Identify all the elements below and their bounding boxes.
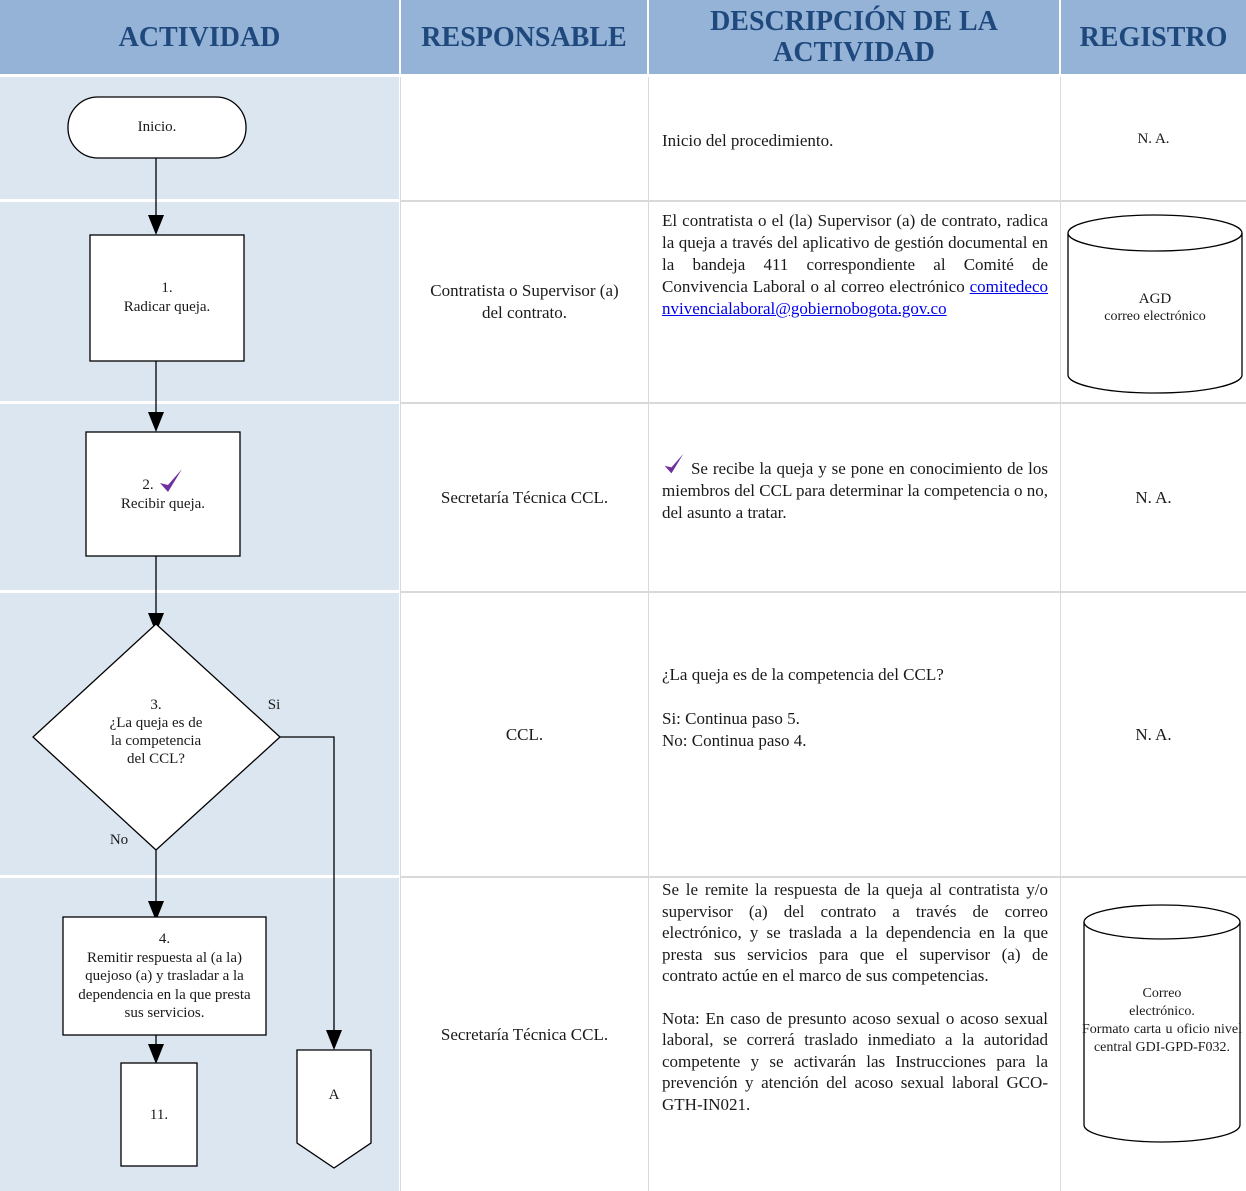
responsable-row-1 — [401, 77, 648, 200]
descripcion-row-5-p2: Nota: En caso de presunto acoso sexual o… — [662, 1008, 1048, 1114]
process-2-number: 2. — [142, 477, 154, 493]
checkmark-icon — [662, 452, 686, 474]
divider — [1060, 77, 1061, 1191]
responsable-row-4: CCL. — [505, 724, 544, 744]
connector-a-label: A — [328, 1087, 340, 1103]
process-1-number: 1. — [161, 280, 173, 296]
email-link[interactable]: comitedeconvivencialaboral@gobiernobogot… — [662, 277, 1048, 318]
checkmark-icon — [158, 467, 184, 495]
process-box-4 — [62, 916, 267, 1036]
registro-row-5-line2: Formato carta u oficio nivel central GDI… — [1082, 1022, 1242, 1055]
connector-box-11 — [120, 1062, 198, 1167]
process-4-label: 4. Remitir respuesta al (a la) quejoso (… — [63, 930, 266, 1023]
start-label: Inicio. — [137, 119, 177, 135]
decision-no-label: No — [109, 832, 129, 848]
process-1-label: 1. Radicar queja. — [90, 279, 244, 317]
connector-11-label: 11. — [149, 1107, 169, 1123]
descripcion-row-3-text: Se recibe la queja y se pone en conocimi… — [662, 459, 1048, 522]
divider — [401, 200, 1246, 202]
descripcion-row-4-question: ¿La queja es de la competencia del CCL? — [662, 665, 944, 684]
divider — [400, 77, 401, 1191]
process-4-text: Remitir respuesta al (a la) quejoso (a) … — [78, 949, 251, 1022]
process-box-1 — [89, 234, 245, 362]
process-1-text: Radicar queja. — [123, 299, 211, 315]
descripcion-row-5: Se le remite la respuesta de la queja al… — [662, 879, 1048, 1115]
registro-row-3: N. A. — [1135, 487, 1172, 507]
start-terminator — [67, 96, 247, 159]
divider — [648, 77, 649, 1191]
registro-row-5-line1: Correo electrónico. — [1129, 986, 1195, 1019]
header-descripcion: DESCRIPCIÓN DE LA ACTIVIDAD — [649, 0, 1059, 74]
header-registro: REGISTRO — [1061, 0, 1246, 74]
descripcion-row-5-p1: Se le remite la respuesta de la queja al… — [662, 880, 1048, 985]
registro-row-1: N. A. — [1137, 130, 1170, 147]
arrow-yes-branch — [280, 736, 335, 1043]
descripcion-row-3: Se recibe la queja y se pone en conocimi… — [662, 452, 1048, 524]
divider — [401, 591, 1246, 593]
registro-row-2-line2: correo electrónico — [1104, 309, 1206, 324]
descripcion-row-1: Inicio del procedimiento. — [662, 131, 834, 150]
descripcion-row-4-no: No: Continua paso 4. — [662, 731, 807, 750]
decision-3-label: 3. ¿La queja es de la competencia del CC… — [66, 696, 246, 768]
descripcion-row-4: ¿La queja es de la competencia del CCL? … — [662, 664, 1048, 752]
divider — [401, 402, 1246, 404]
decision-3-text: ¿La queja es de la competencia del CCL? — [109, 715, 203, 767]
header-actividad: ACTIVIDAD — [0, 0, 399, 74]
header-responsable: RESPONSABLE — [401, 0, 647, 74]
offpage-connector-a — [296, 1049, 372, 1169]
registro-row-4: N. A. — [1135, 724, 1172, 744]
responsable-row-2: Contratista o Supervisor (a) del contrat… — [430, 281, 619, 322]
descripcion-row-4-si: Si: Continua paso 5. — [662, 709, 800, 728]
registro-row-5: Correo electrónico. Formato carta u ofic… — [1082, 985, 1242, 1057]
decision-yes-label: Si — [267, 697, 281, 713]
decision-3-number: 3. — [150, 697, 162, 713]
registro-cylinder-correo — [1083, 904, 1241, 1143]
descripcion-row-2-text: El contratista o el (la) Supervisor (a) … — [662, 211, 1048, 296]
responsable-row-3: Secretaría Técnica CCL. — [440, 487, 609, 507]
registro-cylinder-agd — [1067, 214, 1243, 394]
responsable-row-5: Secretaría Técnica CCL. — [440, 1024, 609, 1044]
process-box-2 — [85, 431, 241, 557]
registro-row-2: AGD correo electrónico — [1068, 290, 1242, 326]
process-2-text: Recibir queja. — [120, 496, 206, 512]
process-4-number: 4. — [158, 931, 171, 947]
divider — [401, 876, 1246, 878]
descripcion-row-2: El contratista o el (la) Supervisor (a) … — [662, 210, 1048, 320]
registro-row-2-line1: AGD — [1138, 291, 1172, 307]
process-2-label: 2. Recibir queja. — [86, 461, 240, 514]
process-2-number-line: 2. — [86, 461, 240, 495]
